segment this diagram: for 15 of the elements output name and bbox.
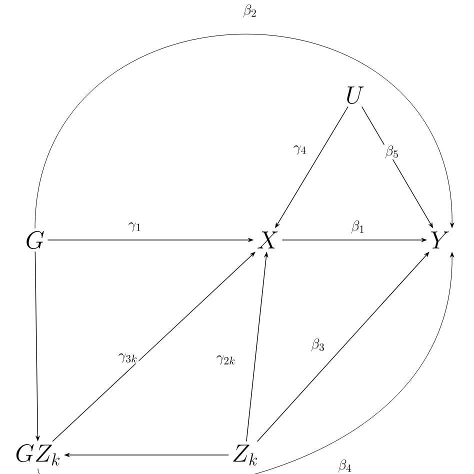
edge-label: $\beta_3$ [310,338,326,352]
edge-label: $\gamma_{3k}$ [117,352,139,364]
edge-label: $\beta_1$ [350,220,366,234]
variable-label: $GZ_k$ [16,444,60,466]
variable-label: $G$ [26,231,44,249]
variable-label: $Y$ [431,232,449,248]
edge-label: $\gamma_1$ [127,222,143,232]
edge-label: $\gamma_{2k}$ [215,354,237,366]
edge-label: $\gamma_4$ [292,144,308,156]
edge-label: $\beta_4$ [337,458,353,474]
edge-label: $\beta_5$ [384,144,400,160]
edge-label: $\beta_2$ [242,4,258,18]
variable-label: $Z_k$ [233,444,257,466]
variable-label: $U$ [347,86,364,104]
variable-label: $X$ [258,232,278,248]
